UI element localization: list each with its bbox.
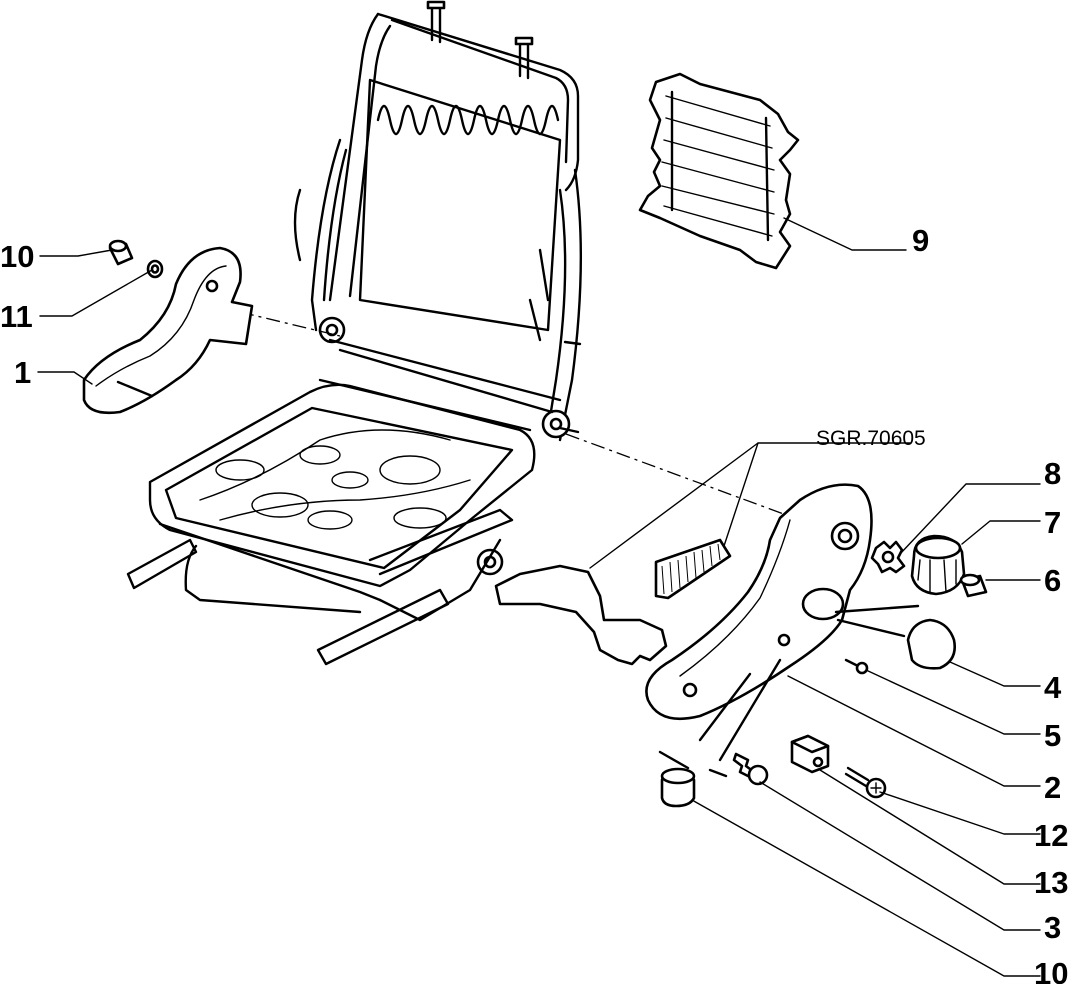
callout-11: 11 (0, 299, 33, 334)
part-13-clip (790, 734, 830, 774)
callout-3: 3 (1044, 910, 1061, 945)
callout-7: 7 (1044, 505, 1061, 540)
part-2-side-cover (645, 483, 873, 720)
leader-lines (37, 217, 1041, 977)
part-4-lever-cap (906, 618, 956, 670)
part-11-washer (146, 259, 164, 279)
callout-13: 13 (1034, 865, 1068, 900)
reference-code: SGR.70605 (816, 427, 926, 450)
part-10-cap-bottom (660, 767, 696, 808)
part-3-bolt (732, 752, 769, 786)
part-8-star-washer (870, 540, 906, 574)
callout-8: 8 (1044, 456, 1061, 491)
callout-4: 4 (1044, 670, 1062, 705)
part-12-screw (844, 766, 887, 799)
callout-6: 6 (1044, 563, 1061, 598)
callout-10-bottom: 10 (1034, 956, 1068, 984)
part-7-knob (910, 534, 966, 596)
part-9-lumbar-support (638, 72, 800, 270)
callout-2: 2 (1044, 770, 1061, 805)
callout-9: 9 (912, 223, 929, 258)
part-5-screw (844, 658, 869, 675)
part-1-side-cover (82, 246, 254, 415)
callout-12: 12 (1034, 818, 1068, 853)
part-6-cap (959, 573, 988, 598)
sgr-inset-parts (494, 538, 732, 666)
callout-1: 1 (14, 355, 31, 390)
seat-frame (126, 0, 583, 666)
callout-5: 5 (1044, 718, 1061, 753)
callout-10-top: 10 (0, 239, 34, 274)
part-10-cap-top (108, 239, 134, 266)
